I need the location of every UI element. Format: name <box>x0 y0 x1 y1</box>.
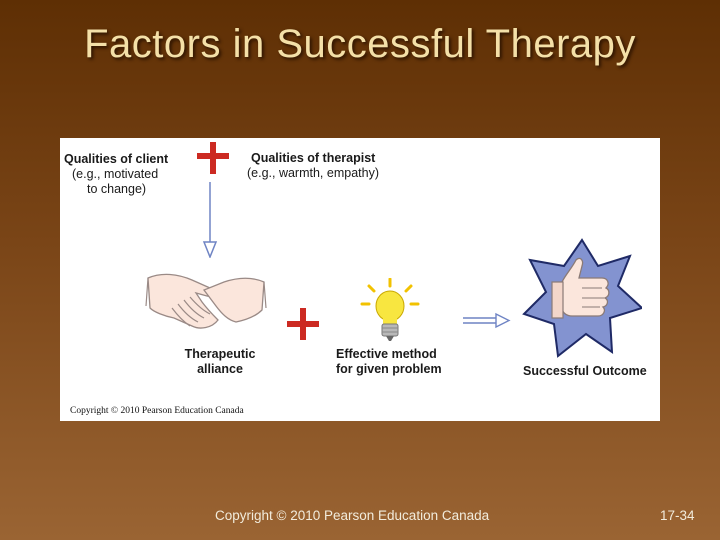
alliance-label-line2: alliance <box>197 362 243 376</box>
handshake-icon <box>145 273 267 329</box>
alliance-label-line1: Therapeutic <box>184 347 256 361</box>
client-qualities-example-2: to change) <box>87 182 147 196</box>
slide-number: 17-34 <box>660 508 695 523</box>
method-label-line2: for given problem <box>336 362 442 376</box>
footer-copyright: Copyright © 2010 Pearson Education Canad… <box>215 508 490 523</box>
therapist-qualities-example: (e.g., warmth, empathy) <box>247 166 379 180</box>
down-arrow-icon <box>202 182 218 258</box>
lightbulb-icon <box>360 278 420 341</box>
client-qualities-title: Qualities of client <box>64 152 169 166</box>
plus-icon <box>287 308 319 340</box>
therapist-qualities-title: Qualities of therapist <box>251 151 376 165</box>
slide-title: Factors in Successful Therapy <box>84 22 636 66</box>
therapy-factors-figure: Qualities of client (e.g., motivated to … <box>60 138 660 421</box>
thumbs-up-star-icon <box>522 238 642 358</box>
method-label-line1: Effective method <box>336 347 437 361</box>
client-qualities-example-1: (e.g., motivated <box>72 167 159 181</box>
outcome-label: Successful Outcome <box>523 364 647 378</box>
plus-icon <box>197 142 229 174</box>
right-arrow-icon <box>463 312 511 329</box>
figure-copyright: Copyright © 2010 Pearson Education Canad… <box>70 406 244 416</box>
